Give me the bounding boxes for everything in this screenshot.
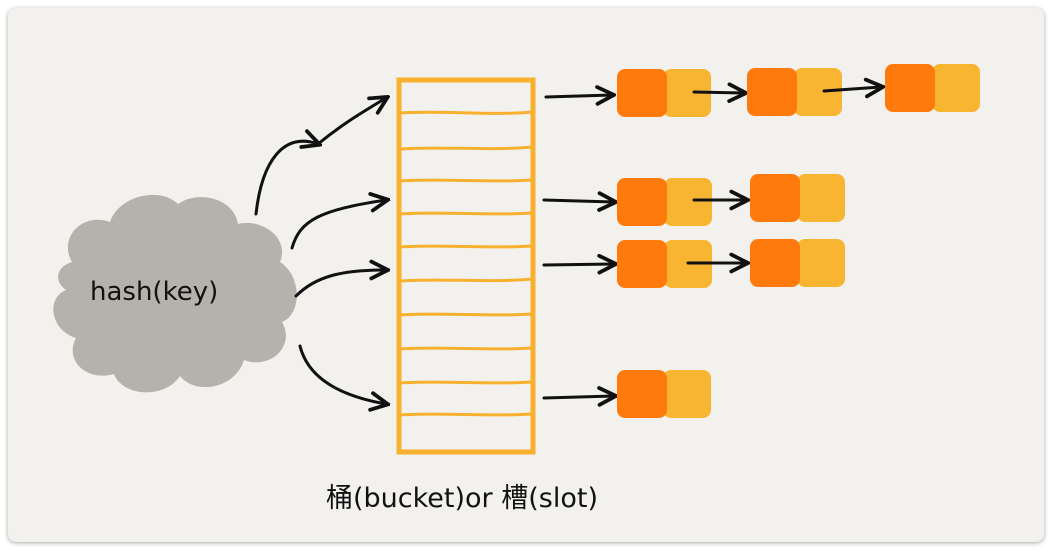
hash-function-cloud: hash(key) xyxy=(53,194,297,393)
bucket-divider xyxy=(398,145,534,151)
bucket-divider xyxy=(398,110,534,115)
bucket-to-chain-arrows xyxy=(542,95,614,398)
hash-arrow xyxy=(294,270,386,298)
chain-head-arrow xyxy=(542,396,614,398)
bucket-divider xyxy=(398,178,534,183)
list-node xyxy=(750,174,845,222)
hash-arrow xyxy=(290,200,386,250)
bucket-divider xyxy=(398,346,534,351)
hash-table-diagram: hash(key) xyxy=(53,64,980,514)
bucket-caption: 桶(bucket)or 槽(slot) xyxy=(326,483,598,514)
list-node xyxy=(617,370,711,418)
linked-list-chain xyxy=(617,174,845,226)
list-node xyxy=(617,69,711,117)
linked-list-chain xyxy=(617,370,711,418)
bucket-array xyxy=(396,77,536,455)
hash-arrow xyxy=(298,344,386,404)
linked-list-chain xyxy=(617,64,980,117)
chain-head-arrow xyxy=(544,95,612,97)
next-pointer-arrow xyxy=(822,87,881,91)
bucket-divider xyxy=(398,380,534,385)
bucket-divider xyxy=(398,211,534,216)
list-node xyxy=(750,239,845,287)
linked-list-chain xyxy=(617,239,845,288)
canvas-frame: hash(key) xyxy=(8,8,1044,542)
hash-arrows xyxy=(254,98,386,404)
hash-key-label: hash(key) xyxy=(90,277,218,307)
bucket-divider xyxy=(398,277,534,283)
hash-arrow xyxy=(254,141,318,216)
list-node xyxy=(885,64,980,112)
list-node xyxy=(747,68,842,116)
bucket-divider xyxy=(398,244,534,249)
bucket-divider xyxy=(398,412,534,417)
chain-head-arrow xyxy=(542,264,614,265)
hash-arrow xyxy=(316,98,386,146)
list-node xyxy=(617,178,712,226)
next-pointer-arrow xyxy=(692,92,744,93)
chain-head-arrow xyxy=(542,200,614,202)
bucket-divider xyxy=(398,312,534,317)
